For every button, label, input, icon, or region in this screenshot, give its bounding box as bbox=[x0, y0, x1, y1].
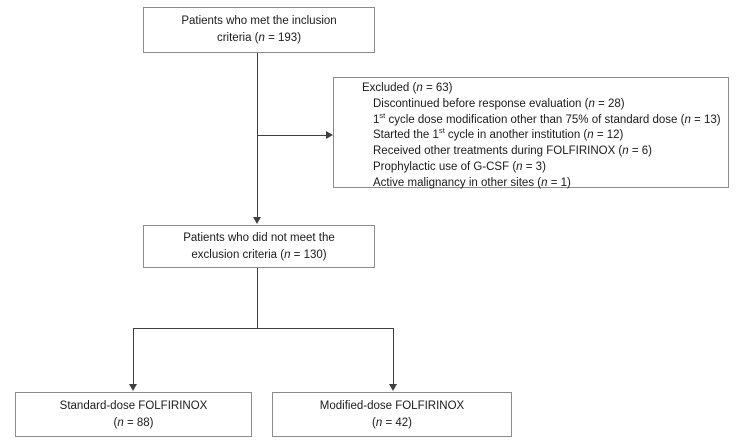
standard-dose-line1: Standard-dose FOLFIRINOX bbox=[16, 398, 251, 415]
n-italic: n bbox=[516, 160, 523, 173]
inclusion-text: Patients who met the inclusion bbox=[181, 15, 337, 27]
eligible-text: Patients who did not meet the bbox=[183, 231, 335, 244]
excluded-item-count: = 3) bbox=[522, 160, 546, 173]
arrowhead-to-eligible bbox=[253, 217, 261, 224]
inclusion-count: = 193) bbox=[264, 32, 302, 44]
excluded-item: Active malignancy in other sites (n = 1) bbox=[373, 176, 728, 192]
excluded-title-text: Excluded ( bbox=[362, 82, 417, 94]
inclusion-text: criteria ( bbox=[216, 32, 259, 44]
excluded-item-text: cycle in another institution ( bbox=[444, 129, 588, 142]
excluded-item: Started the 1st cycle in another institu… bbox=[373, 126, 728, 144]
modified-dose-text: ( bbox=[372, 416, 376, 429]
modified-dose-line2: (n = 42) bbox=[273, 415, 511, 432]
connector-to-standard bbox=[133, 328, 134, 384]
arrowhead-to-excluded bbox=[326, 131, 333, 139]
n-italic: n bbox=[588, 97, 595, 110]
standard-dose-box: Standard-dose FOLFIRINOX (n = 88) bbox=[15, 392, 252, 437]
inclusion-box-line1: Patients who met the inclusion bbox=[144, 13, 374, 30]
inclusion-box: Patients who met the inclusion criteria … bbox=[143, 7, 375, 53]
excluded-item-count: = 13) bbox=[690, 113, 721, 126]
eligible-count: = 130) bbox=[290, 248, 327, 261]
excluded-item: 1st cycle dose modification other than 7… bbox=[373, 110, 728, 129]
excluded-item: Received other treatments during FOLFIRI… bbox=[373, 144, 728, 160]
modified-dose-text: Modified-dose FOLFIRINOX bbox=[319, 399, 465, 412]
excluded-item-count: = 6) bbox=[628, 145, 653, 158]
n-italic: n bbox=[541, 176, 548, 189]
eligible-box-line2: exclusion criteria (n = 130) bbox=[144, 247, 374, 264]
eligible-text: exclusion criteria ( bbox=[191, 248, 285, 261]
n-italic: n bbox=[117, 416, 124, 429]
n-italic: n bbox=[622, 145, 629, 158]
connector-eligible-down bbox=[257, 268, 258, 328]
excluded-item-count: = 1) bbox=[547, 176, 571, 189]
connector-to-excluded bbox=[257, 135, 326, 136]
excluded-item-text: 1 bbox=[373, 113, 380, 126]
ordinal-superscript: st bbox=[379, 110, 386, 120]
standard-dose-count: = 88) bbox=[123, 416, 154, 429]
connector-branch-horizontal bbox=[133, 328, 394, 329]
modified-dose-line1: Modified-dose FOLFIRINOX bbox=[273, 398, 511, 415]
eligible-box: Patients who did not meet the exclusion … bbox=[143, 225, 375, 268]
excluded-title-count: = 63) bbox=[422, 82, 453, 94]
excluded-item-text: Prophylactic use of G-CSF ( bbox=[373, 160, 517, 173]
excluded-item-count: = 12) bbox=[593, 129, 624, 142]
n-italic: n bbox=[258, 32, 265, 44]
n-italic: n bbox=[416, 82, 423, 94]
eligible-box-line1: Patients who did not meet the bbox=[144, 230, 374, 247]
n-italic: n bbox=[587, 129, 594, 142]
excluded-item-text: cycle dose modification other than 75% o… bbox=[385, 113, 685, 126]
excluded-box: Excluded (n = 63) Discontinued before re… bbox=[333, 77, 729, 189]
modified-dose-count: = 42) bbox=[382, 416, 412, 429]
connector-to-modified bbox=[393, 328, 394, 384]
excluded-item-count: = 28) bbox=[594, 97, 625, 110]
standard-dose-text: Standard-dose FOLFIRINOX bbox=[59, 399, 208, 412]
standard-dose-text: ( bbox=[113, 416, 118, 429]
excluded-item-text: Received other treatments during FOLFIRI… bbox=[373, 145, 623, 158]
inclusion-box-line2: criteria (n = 193) bbox=[144, 30, 374, 47]
excluded-item-text: Started the 1 bbox=[373, 129, 439, 142]
excluded-item-text: Discontinued before response evaluation … bbox=[373, 97, 589, 110]
excluded-title: Excluded (n = 63) bbox=[362, 81, 728, 97]
standard-dose-line2: (n = 88) bbox=[16, 415, 251, 432]
ordinal-superscript: st bbox=[438, 126, 445, 136]
n-italic: n bbox=[375, 416, 383, 429]
excluded-item-text: Active malignancy in other sites ( bbox=[373, 176, 542, 189]
modified-dose-box: Modified-dose FOLFIRINOX (n = 42) bbox=[272, 392, 512, 437]
n-italic: n bbox=[284, 248, 291, 261]
arrowhead-to-standard bbox=[129, 384, 137, 391]
n-italic: n bbox=[684, 113, 691, 126]
excluded-item: Discontinued before response evaluation … bbox=[373, 97, 728, 113]
arrowhead-to-modified bbox=[389, 384, 397, 391]
excluded-item: Prophylactic use of G-CSF (n = 3) bbox=[373, 160, 728, 176]
